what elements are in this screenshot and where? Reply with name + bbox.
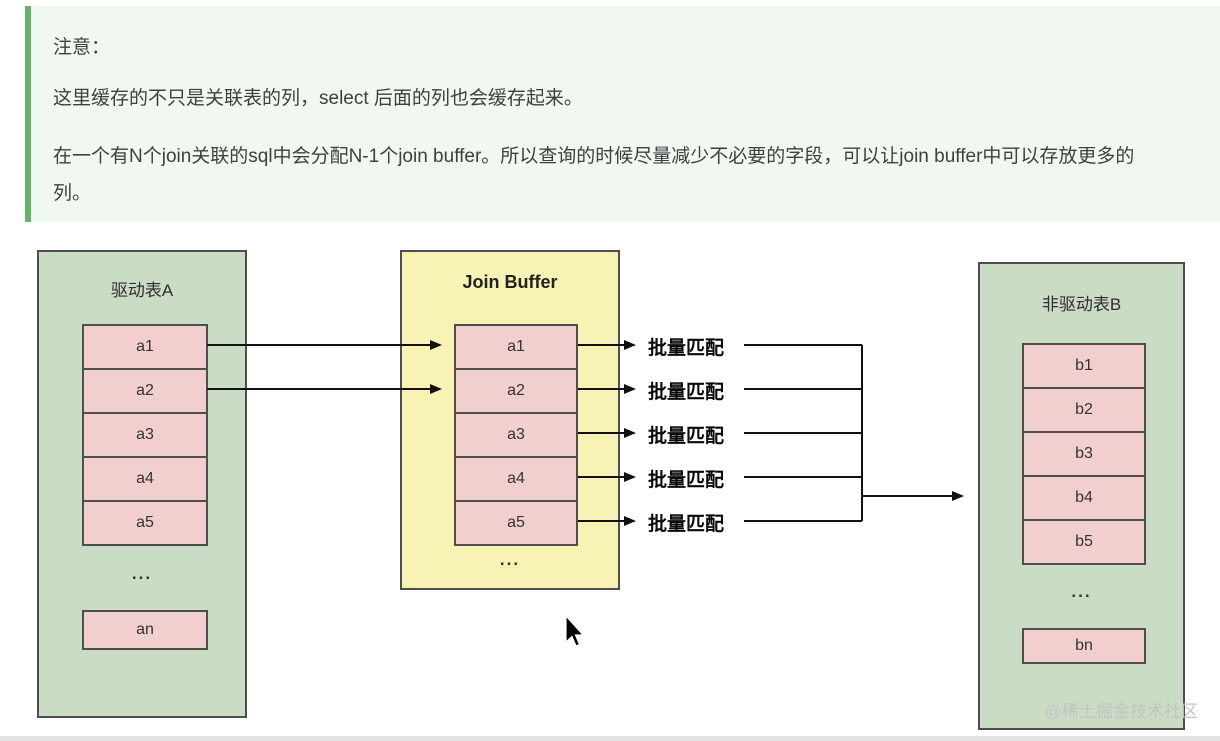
table-row: a1 (454, 324, 578, 370)
driver-table-a-title: 驱动表A (110, 281, 174, 300)
table-row: a4 (454, 456, 578, 502)
table-row: a1 (82, 324, 208, 370)
table-row: an (82, 610, 208, 650)
note-callout: 注意： 这里缓存的不只是关联表的列，select 后面的列也会缓存起来。 在一个… (25, 6, 1220, 222)
table-row: a3 (82, 412, 208, 458)
table-row: a2 (454, 368, 578, 414)
ellipsis: ... (131, 564, 153, 583)
note-title: 注意： (53, 37, 111, 58)
join-buffer-title: Join Buffer (462, 272, 558, 292)
batch-match-label: 批量匹配 (648, 514, 725, 535)
mouse-cursor (565, 614, 585, 647)
table-row: a4 (82, 456, 208, 502)
table-row: a5 (82, 500, 208, 546)
table-row: b3 (1022, 431, 1146, 477)
note-paragraph-2: 在一个有N个join关联的sql中会分配N-1个join buffer。所以查询… (53, 146, 1135, 204)
table-row: bn (1022, 628, 1146, 664)
non-driver-table-b-title: 非驱动表B (1041, 295, 1122, 314)
non-driver-table-b-rows: b1 b2 b3 b4 b5 (1022, 343, 1146, 565)
join-buffer-rows: a1 a2 a3 a4 a5 (454, 324, 578, 546)
batch-match-label: 批量匹配 (648, 382, 725, 403)
ellipsis: ... (499, 550, 521, 569)
batch-match-label: 批量匹配 (648, 338, 725, 359)
table-row: b5 (1022, 519, 1146, 565)
driver-table-a-rows: a1 a2 a3 a4 a5 (82, 324, 208, 546)
bottom-divider (0, 736, 1220, 741)
batch-match-label: 批量匹配 (648, 426, 725, 447)
table-row: b2 (1022, 387, 1146, 433)
table-row: b4 (1022, 475, 1146, 521)
table-row: a3 (454, 412, 578, 458)
batch-match-label: 批量匹配 (648, 470, 725, 491)
watermark: @稀土掘金技术社区 (1044, 702, 1198, 721)
ellipsis: ... (1071, 582, 1092, 601)
non-driver-table-b: 非驱动表B b1 b2 b3 b4 b5 ... bn (978, 262, 1185, 730)
join-buffer-box: Join Buffer a1 a2 a3 a4 a5 ... (400, 250, 620, 590)
table-row: a5 (454, 500, 578, 546)
table-row: a2 (82, 368, 208, 414)
note-paragraph-1: 这里缓存的不只是关联表的列，select 后面的列也会缓存起来。 (53, 88, 583, 109)
driver-table-a: 驱动表A a1 a2 a3 a4 a5 ... an (37, 250, 247, 718)
table-row: b1 (1022, 343, 1146, 389)
